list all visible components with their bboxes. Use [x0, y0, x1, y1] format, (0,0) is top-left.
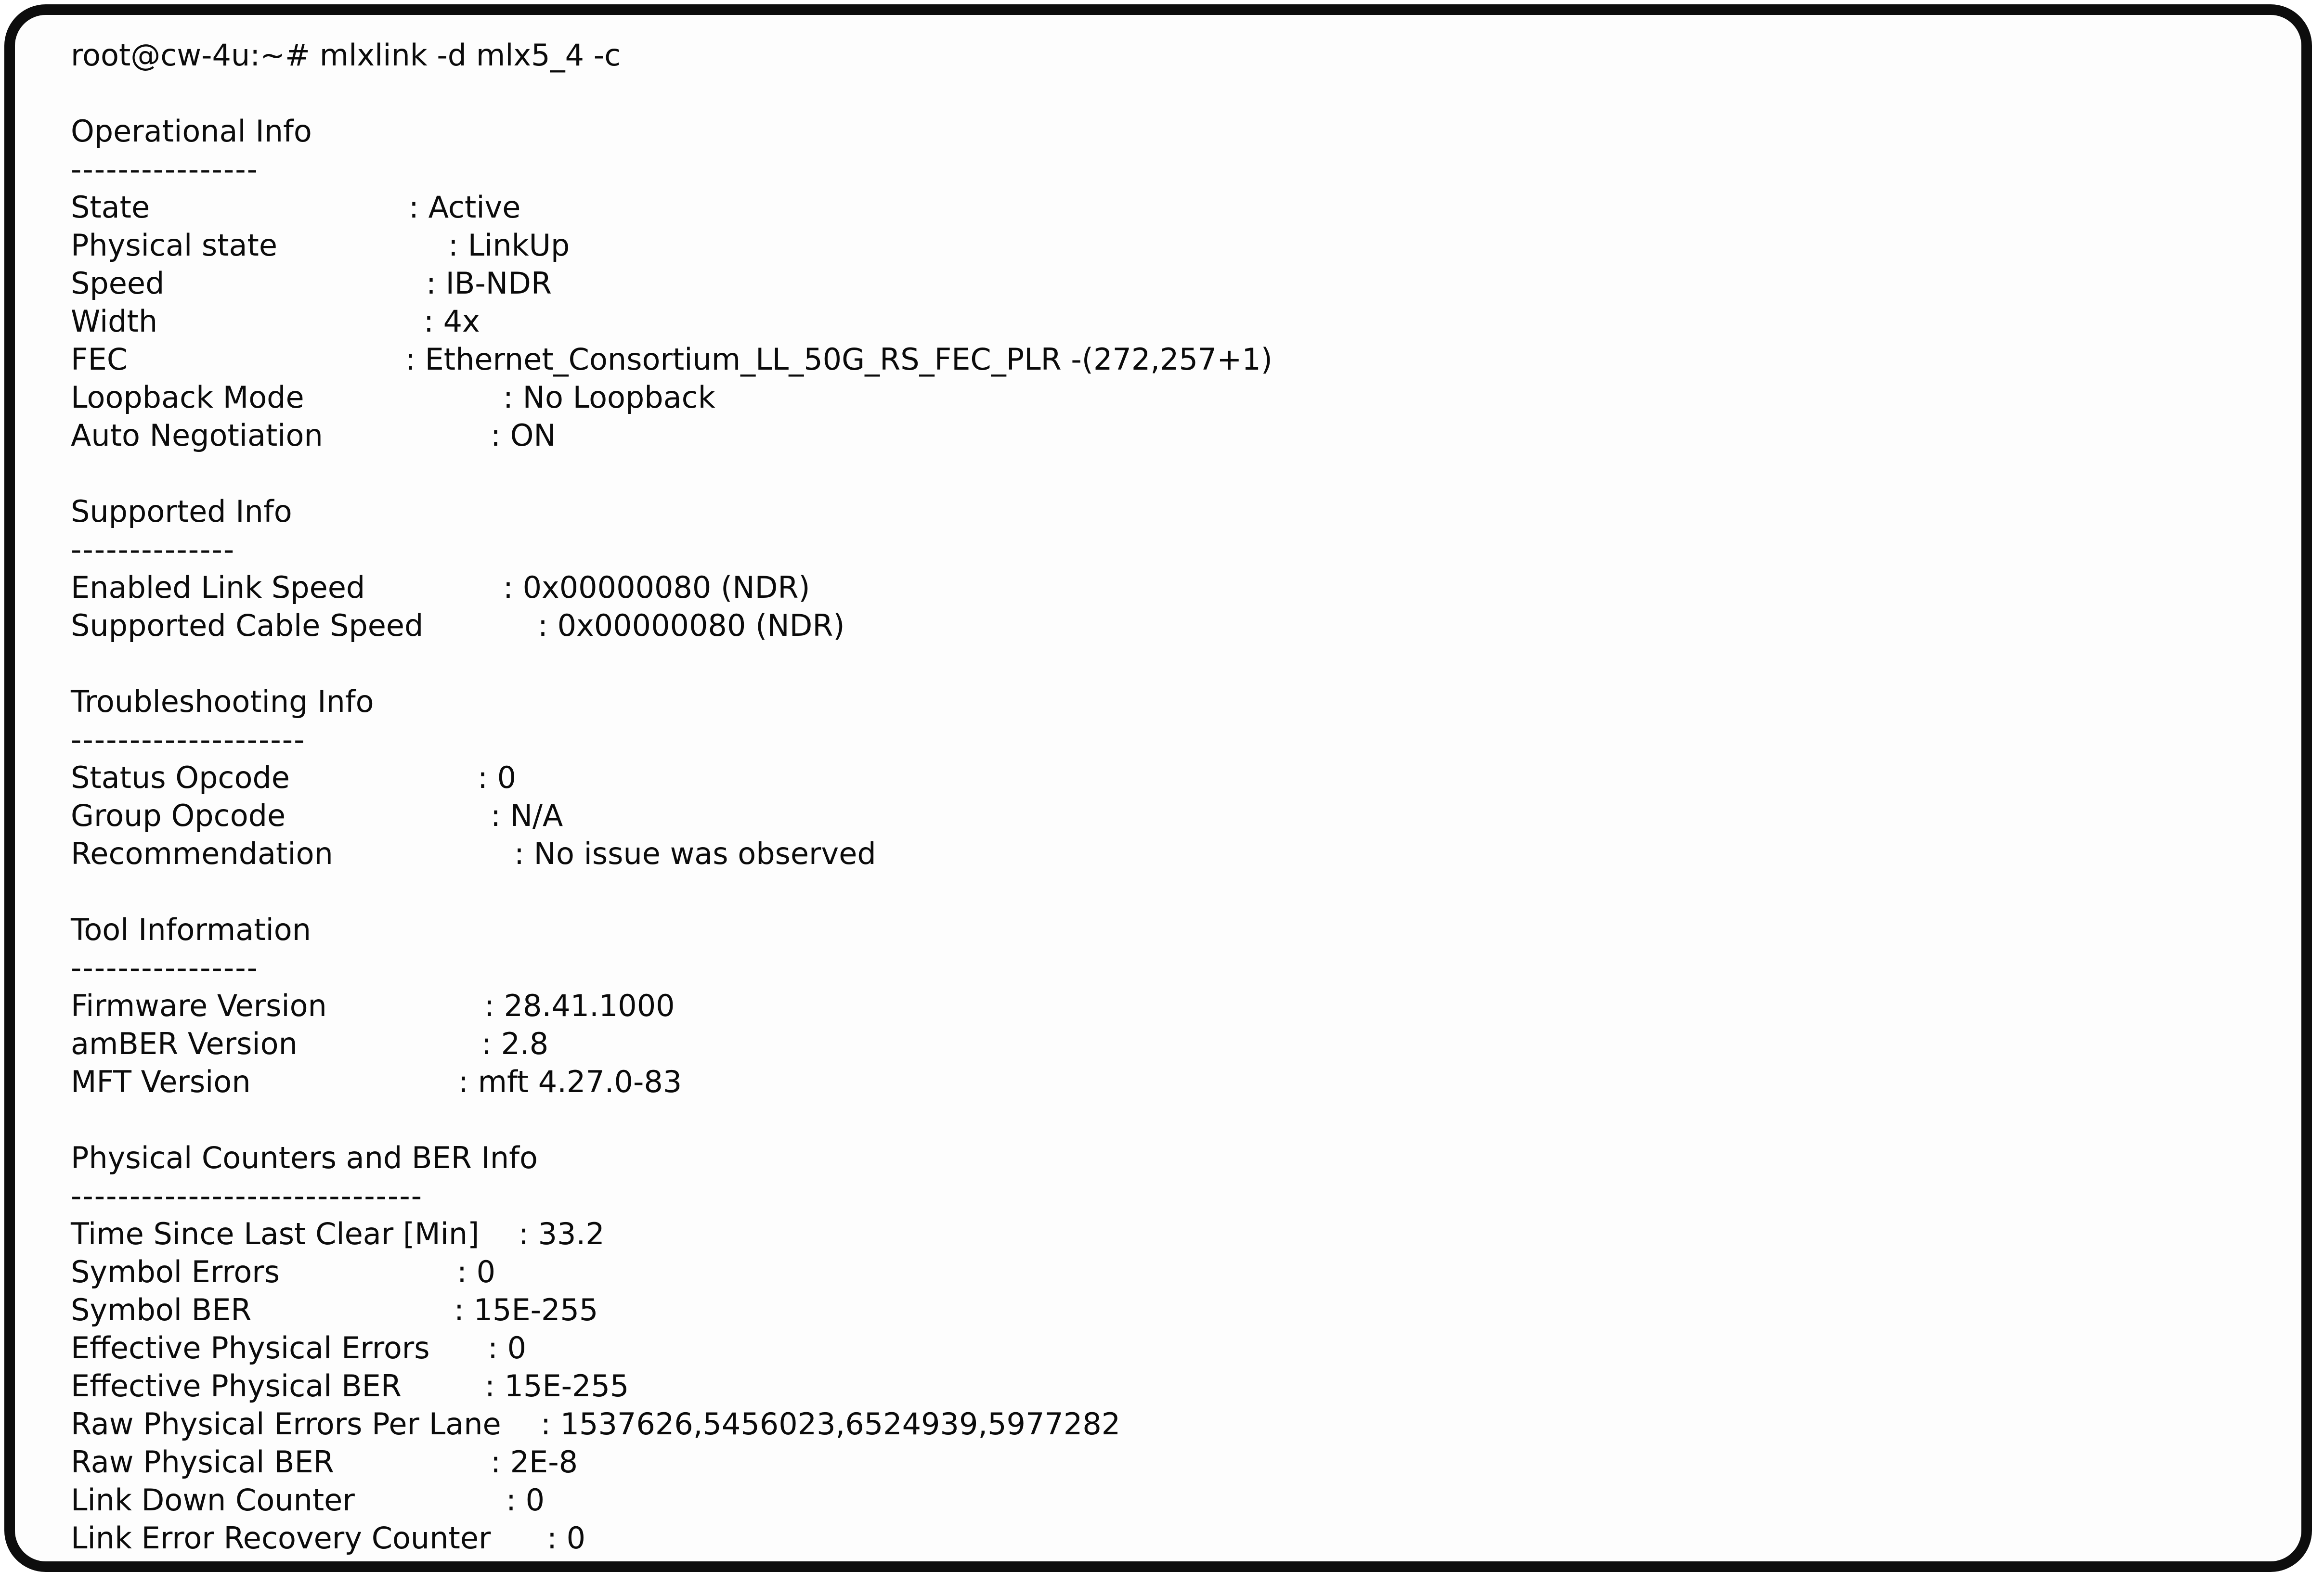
info-row-link-error-recovery-counter: Link Error Recovery Counter : 0 [71, 1519, 621, 1557]
info-value: : mft 4.27.0-83 [458, 1064, 682, 1099]
blank-line [71, 74, 621, 112]
info-value: : 4x [424, 304, 480, 339]
info-key: MFT Version [71, 1064, 251, 1099]
info-row-firmware-version: Firmware Version : 28.41.1000 [71, 987, 675, 1025]
info-key: Effective Physical Errors [71, 1330, 430, 1365]
info-row-amber-version: amBER Version : 2.8 [71, 1025, 621, 1063]
info-key: Width [71, 304, 158, 339]
info-row-speed: Speed : IB-NDR [71, 264, 621, 302]
info-row-auto-negotiation: Auto Negotiation : ON [71, 416, 621, 454]
info-key: Loopback Mode [71, 380, 304, 415]
info-value: : 1537626,5456023,6524939,5977282 [541, 1406, 1121, 1442]
info-row-fec: FEC : Ethernet_Consortium_LL_50G_RS_FEC_P… [71, 340, 1272, 378]
blank-line [71, 1101, 621, 1139]
info-key: Group Opcode [71, 798, 286, 833]
info-row-time-since-last-clear: Time Since Last Clear [Min] : 33.2 [71, 1215, 621, 1253]
info-value: : Ethernet_Consortium_LL_50G_RS_FEC_PLR … [405, 342, 1272, 377]
info-row-symbol-errors: Symbol Errors : 0 [71, 1253, 621, 1291]
info-key: Recommendation [71, 836, 333, 871]
info-row-raw-physical-errors-per-lane: Raw Physical Errors Per Lane : 1537626,54… [71, 1405, 1120, 1443]
info-row-mft-version: MFT Version : mft 4.27.0-83 [71, 1063, 682, 1101]
section-title-operational-info: Operational Info [71, 114, 312, 149]
section-separator: -------------- [71, 532, 235, 567]
command-prompt: root@cw-4u:~# mlxlink -d mlx5_4 -c [71, 38, 621, 73]
info-row-width: Width : 4x [71, 302, 621, 340]
info-row-raw-physical-ber: Raw Physical BER : 2E-8 [71, 1443, 621, 1481]
info-row-group-opcode: Group Opcode : N/A [71, 797, 621, 835]
info-key: Speed [71, 266, 165, 301]
blank-line [71, 644, 621, 683]
info-value: : 0 [457, 1254, 496, 1289]
info-row-state: State : Active [71, 188, 621, 226]
info-value: : 28.41.1000 [484, 988, 675, 1023]
info-key: Status Opcode [71, 760, 290, 795]
info-key: amBER Version [71, 1026, 298, 1061]
info-key: FEC [71, 342, 128, 377]
section-title-physical-counters: Physical Counters and BER Info [71, 1140, 538, 1175]
info-key: Symbol Errors [71, 1254, 280, 1289]
info-value: : 0x00000080 (NDR) [503, 570, 810, 605]
info-key: Effective Physical BER [71, 1368, 402, 1404]
info-row-recommendation: Recommendation : No issue was observed [71, 835, 876, 873]
blank-line [71, 454, 621, 492]
info-value: : 0 [488, 1330, 527, 1365]
terminal-output: root@cw-4u:~# mlxlink -d mlx5_4 -c Opera… [71, 36, 1272, 1557]
info-value: : 15E-255 [454, 1292, 598, 1327]
info-key: Supported Cable Speed [71, 608, 424, 643]
info-row-effective-physical-errors: Effective Physical Errors : 0 [71, 1329, 621, 1367]
info-key: Symbol BER [71, 1292, 252, 1327]
info-key: Firmware Version [71, 988, 327, 1023]
section-separator: ---------------- [71, 950, 259, 985]
section-separator: ------------------------------ [71, 1178, 423, 1213]
info-row-effective-physical-ber: Effective Physical BER : 15E-255 [71, 1367, 629, 1405]
info-row-link-down-counter: Link Down Counter : 0 [71, 1481, 621, 1519]
info-key: Link Error Recovery Counter [71, 1520, 491, 1556]
blank-line [71, 873, 621, 911]
section-separator: ---------------- [71, 152, 259, 187]
info-row-symbol-ber: Symbol BER : 15E-255 [71, 1291, 621, 1329]
info-value: : 15E-255 [485, 1368, 629, 1404]
info-value: : 0 [547, 1520, 586, 1556]
info-row-loopback-mode: Loopback Mode : No Loopback [71, 378, 715, 416]
info-value: : N/A [491, 798, 563, 833]
info-value: : 2E-8 [491, 1444, 578, 1480]
info-value: : Active [409, 190, 521, 225]
section-title-tool-information: Tool Information [71, 912, 312, 947]
info-row-supported-cable-speed: Supported Cable Speed : 0x00000080 (NDR) [71, 606, 845, 644]
info-row-physical-state: Physical state : LinkUp [71, 226, 621, 264]
info-row-enabled-link-speed: Enabled Link Speed : 0x00000080 (NDR) [71, 568, 810, 606]
info-key: Time Since Last Clear [Min] [71, 1216, 480, 1251]
info-value: : No Loopback [503, 380, 715, 415]
info-value: : 0 [506, 1482, 545, 1518]
info-key: Physical state [71, 228, 277, 263]
info-key: Auto Negotiation [71, 418, 323, 453]
info-key: Enabled Link Speed [71, 570, 365, 605]
info-key: Raw Physical Errors Per Lane [71, 1406, 501, 1442]
info-value: : 33.2 [519, 1216, 605, 1251]
info-value: : 2.8 [481, 1026, 549, 1061]
info-value: : LinkUp [448, 228, 570, 263]
section-title-troubleshooting-info: Troubleshooting Info [71, 684, 374, 719]
info-key: State [71, 190, 150, 225]
section-separator: -------------------- [71, 722, 306, 757]
section-title-supported-info: Supported Info [71, 494, 292, 529]
info-value: : No issue was observed [514, 836, 876, 871]
info-row-status-opcode: Status Opcode : 0 [71, 759, 621, 797]
info-value: : IB-NDR [426, 266, 552, 301]
info-value: : 0x00000080 (NDR) [538, 608, 845, 643]
info-value: : ON [491, 418, 556, 453]
info-key: Link Down Counter [71, 1482, 355, 1518]
info-value: : 0 [478, 760, 517, 795]
info-key: Raw Physical BER [71, 1444, 334, 1480]
terminal-window[interactable]: root@cw-4u:~# mlxlink -d mlx5_4 -c Opera… [4, 4, 2312, 1572]
